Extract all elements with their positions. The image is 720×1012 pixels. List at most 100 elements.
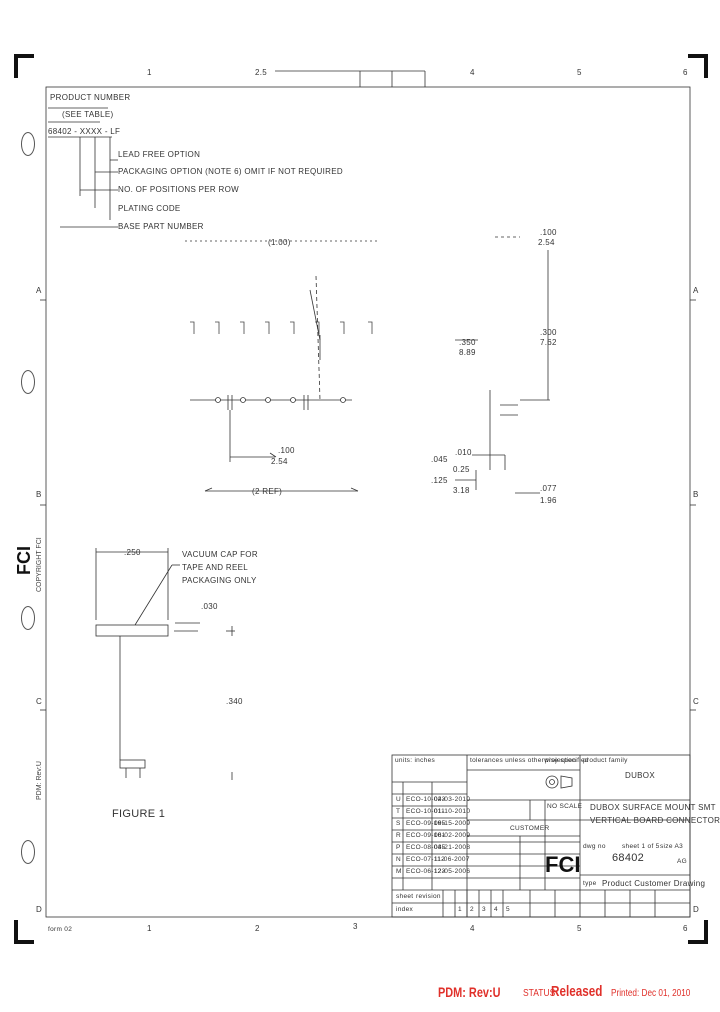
sheet-num: 1 bbox=[458, 906, 462, 913]
rev-row-eco: ECO-08-045 bbox=[406, 844, 446, 851]
sidebar-vertical-2: PDM: Rev:U bbox=[36, 761, 43, 800]
corner-mark-bl-h bbox=[14, 940, 34, 944]
rev-row-date: 12-05-2006 bbox=[434, 868, 471, 875]
sheet-num: 4 bbox=[494, 906, 498, 913]
tb-type-label: type bbox=[583, 880, 597, 887]
figure-height: .340 bbox=[226, 697, 243, 706]
rev-row-date: 04-03-2010 bbox=[434, 796, 471, 803]
dim-lead-3-mm: 3.18 bbox=[453, 486, 470, 495]
figure-cap-note-1: VACUUM CAP FOR bbox=[182, 550, 258, 559]
grid-left-a: A bbox=[36, 286, 42, 295]
dim-right-a-mm: 2.54 bbox=[538, 238, 555, 247]
index-label: index bbox=[396, 906, 414, 913]
tb-tolerance: tolerances unless otherwise specified bbox=[470, 757, 589, 764]
dim-offset-mm: 1.96 bbox=[540, 496, 557, 505]
rev-row-date: 01-10-2010 bbox=[434, 808, 471, 815]
tb-type-value: Product Customer Drawing bbox=[602, 879, 706, 888]
sheet-num: 2 bbox=[470, 906, 474, 913]
sheet-label: sheet bbox=[396, 893, 414, 900]
rev-row-date: 06-02-2009 bbox=[434, 832, 471, 839]
tb-dwg-no-label: dwg no bbox=[583, 843, 606, 850]
dim-height-overall: .300 bbox=[540, 328, 557, 337]
tb-scale: NO SCALE bbox=[547, 803, 583, 810]
part-number-code: 68402 - XXXX - LF bbox=[48, 127, 121, 136]
footer-status-label: STATUS bbox=[523, 988, 556, 999]
footer-status-value: Released bbox=[551, 983, 603, 1000]
rev-row-ltr: S bbox=[396, 820, 401, 827]
part-number-header: PRODUCT NUMBER bbox=[50, 93, 131, 102]
figure-width-dim: .250 bbox=[124, 548, 141, 557]
callout-base-part: BASE PART NUMBER bbox=[118, 222, 204, 231]
grid-bottom-3: 3 bbox=[353, 922, 358, 931]
grid-top-3: 4 bbox=[470, 68, 475, 77]
grid-top-2: 2.5 bbox=[255, 68, 268, 77]
callout-packaging: PACKAGING OPTION (NOTE 6) OMIT IF NOT RE… bbox=[118, 167, 343, 176]
dim-overall-len: (2 REF) bbox=[252, 487, 283, 496]
punch-hole bbox=[21, 370, 35, 394]
grid-bottom-6: 6 bbox=[683, 924, 688, 933]
dim-offset: .077 bbox=[540, 484, 557, 493]
tb-rev: AG bbox=[677, 858, 687, 865]
figure-cap-note-2: TAPE AND REEL bbox=[182, 563, 248, 572]
tb-sheet: sheet 1 of 5 bbox=[622, 843, 660, 850]
grid-top-4: 5 bbox=[577, 68, 582, 77]
grid-right-d: D bbox=[693, 905, 700, 914]
grid-left-b: B bbox=[36, 490, 42, 499]
rev-row-eco: ECO-09-101 bbox=[406, 832, 446, 839]
figure-label: FIGURE 1 bbox=[112, 808, 166, 820]
grid-left-c: C bbox=[36, 697, 43, 706]
grid-right-c: C bbox=[693, 697, 700, 706]
callout-plating: PLATING CODE bbox=[118, 204, 181, 213]
rev-row-ltr: N bbox=[396, 856, 401, 863]
tb-material: CUSTOMER bbox=[510, 825, 550, 832]
corner-mark-br-h bbox=[688, 940, 708, 944]
rev-row-ltr: M bbox=[396, 868, 402, 875]
tb-dwg-no: 68402 bbox=[612, 852, 645, 864]
dim-pitch-mm: 2.54 bbox=[271, 457, 288, 466]
dim-height-b: .350 bbox=[459, 338, 476, 347]
rev-row-eco: ECO-10-011 bbox=[406, 808, 446, 815]
corner-mark-br-v bbox=[704, 920, 708, 944]
punch-hole bbox=[21, 132, 35, 156]
rev-row-eco: ECO-10-023 bbox=[406, 796, 446, 803]
dim-right-a: .100 bbox=[540, 228, 557, 237]
tb-size: size A3 bbox=[660, 843, 684, 850]
tb-family-value: DUBOX bbox=[625, 771, 655, 780]
fci-logo-title: FCI bbox=[545, 852, 580, 877]
callout-positions: NO. OF POSITIONS PER ROW bbox=[118, 185, 239, 194]
fci-logo-sidebar: FCI bbox=[14, 546, 34, 575]
form-number: form 02 bbox=[48, 926, 73, 933]
corner-mark-tl-v bbox=[14, 54, 18, 78]
corner-mark-bl-v bbox=[14, 920, 18, 944]
grid-bottom-5: 5 bbox=[577, 924, 582, 933]
tb-title-1: DUBOX SURFACE MOUNT SMT bbox=[590, 803, 716, 812]
rev-row-eco: ECO-07-112 bbox=[406, 856, 446, 863]
rev-row-ltr: R bbox=[396, 832, 401, 839]
rev-row-date: 11-06-2007 bbox=[434, 856, 470, 863]
dim-height-overall-mm: 7.62 bbox=[540, 338, 557, 347]
figure-thickness: .030 bbox=[201, 602, 218, 611]
corner-mark-tr-v bbox=[704, 54, 708, 78]
dim-height-b-mm: 8.89 bbox=[459, 348, 476, 357]
rev-row-ltr: U bbox=[396, 796, 401, 803]
corner-mark-tr-h bbox=[688, 54, 708, 58]
dim-lead-1-mm: 0.25 bbox=[453, 465, 470, 474]
dim-top-width: (1.00) bbox=[268, 238, 291, 247]
sheet-num: 5 bbox=[506, 906, 510, 913]
sheet-num: 3 bbox=[482, 906, 486, 913]
rev-row-eco: ECO-06-123 bbox=[406, 868, 446, 875]
tb-product-family: product family bbox=[583, 757, 628, 764]
rev-row-ltr: T bbox=[396, 808, 401, 815]
dim-pitch: .100 bbox=[278, 446, 295, 455]
tb-units: units: inches bbox=[395, 757, 436, 764]
grid-bottom-2: 2 bbox=[255, 924, 260, 933]
grid-bottom-4: 4 bbox=[470, 924, 475, 933]
punch-hole bbox=[21, 840, 35, 864]
punch-hole bbox=[21, 606, 35, 630]
grid-right-a: A bbox=[693, 286, 699, 295]
rev-row-date: 03-21-2008 bbox=[434, 844, 471, 851]
corner-mark-tl-h bbox=[14, 54, 34, 58]
grid-bottom-1: 1 bbox=[147, 924, 152, 933]
rev-row-date: 09-15-2009 bbox=[434, 820, 471, 827]
